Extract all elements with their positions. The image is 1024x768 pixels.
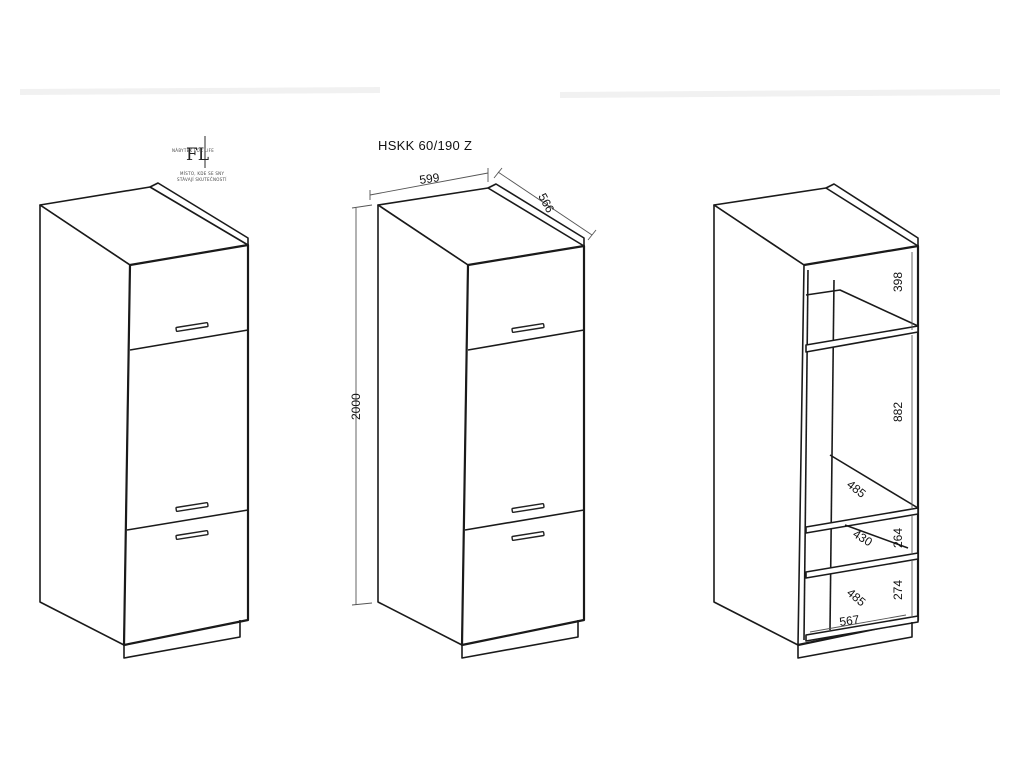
dim-depth-label: 566	[535, 191, 557, 216]
logo-tagline: NÁBYTEK FOR LIFE	[172, 148, 214, 153]
dim-shelf-depth-middle: 430	[850, 527, 875, 550]
cabinet-dimensioned-middle: HSKK 60/190 Z 599 566 2000	[349, 138, 597, 659]
shelf-upper	[805, 325, 919, 353]
dim-compartment-top: 398	[891, 272, 905, 292]
cabinet-open-right: 398 882 264 274 485 430 485 567	[713, 183, 920, 659]
cabinet-side-panel	[39, 204, 131, 646]
dim-compartment-lower: 264	[891, 528, 905, 548]
handle-middle-door	[175, 501, 209, 513]
dim-shelf-depth-upper: 485	[844, 477, 869, 501]
dim-inner-width: 567	[838, 612, 860, 629]
cabinet-front	[122, 243, 250, 647]
logo-subline-1: MÍSTO, KDE SE SNY	[180, 171, 224, 176]
dimension-width: 599	[369, 168, 489, 200]
shelf-lower	[805, 552, 919, 579]
dimension-compartments: 398 882 264 274	[891, 252, 913, 618]
dim-compartment-middle: 882	[891, 402, 905, 422]
cabinet-side-panel	[377, 204, 469, 646]
handle-top-door	[511, 322, 545, 334]
dim-height-label: 2000	[349, 393, 363, 420]
brand-logo: FL NÁBYTEK FOR LIFE MÍSTO, KDE SE SNY ST…	[172, 136, 227, 182]
dim-width-label: 599	[418, 170, 440, 187]
cabinet-closed-left	[39, 182, 250, 659]
dimension-height: 2000	[349, 204, 373, 606]
cabinet-bottom-panel	[805, 615, 919, 642]
logo-letters: FL	[186, 145, 209, 165]
shelf-oven	[805, 507, 919, 534]
handle-top-door	[175, 321, 209, 333]
handle-bottom-door	[511, 530, 545, 542]
cabinet-front	[460, 244, 586, 647]
background-watermark	[19, 87, 1001, 98]
model-label: HSKK 60/190 Z	[378, 138, 472, 153]
dim-compartment-bottom: 274	[891, 580, 905, 600]
dim-shelf-depth-lower: 485	[844, 586, 869, 610]
cabinet-side-panel	[713, 204, 805, 646]
logo-subline-2: STÁVAJÍ SKUTEČNOSTÍ	[177, 177, 227, 182]
handle-bottom-door	[175, 529, 209, 541]
handle-middle-door	[511, 502, 545, 514]
